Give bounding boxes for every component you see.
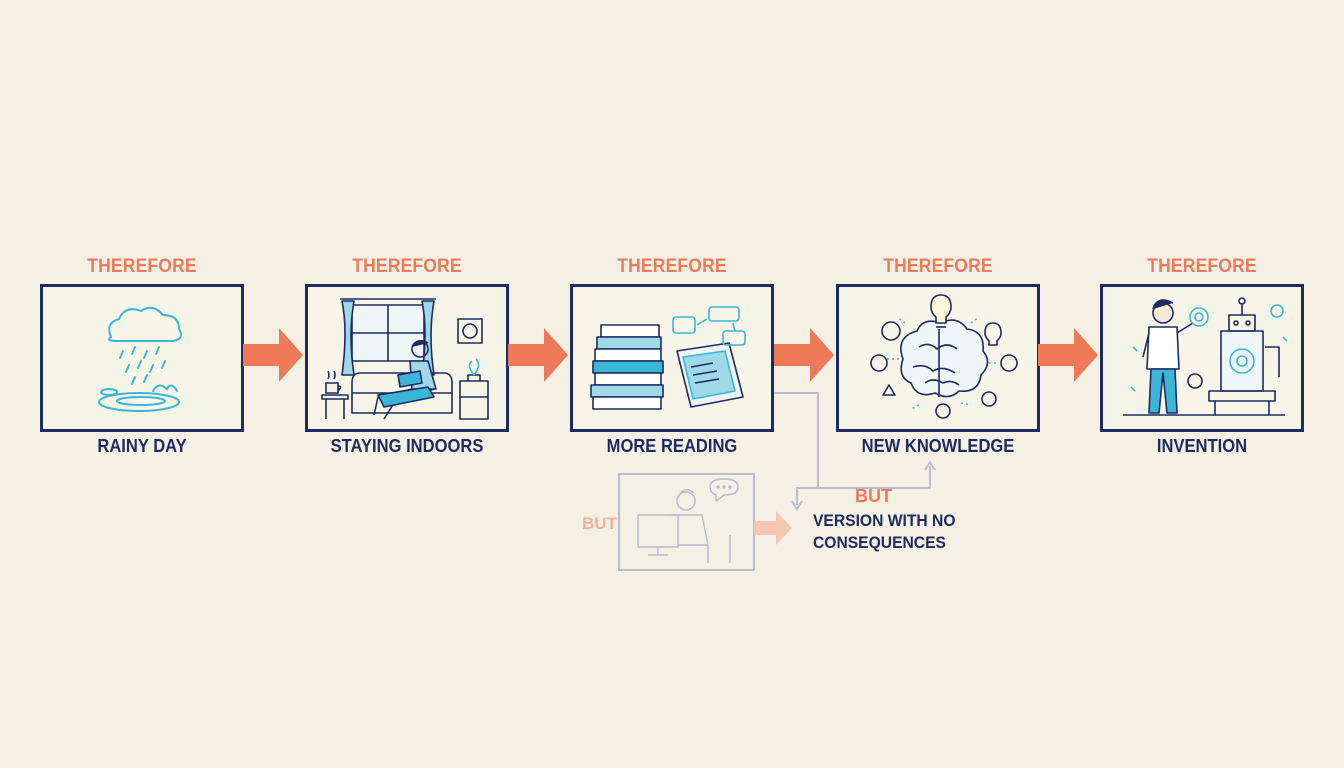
step-frame (1100, 284, 1304, 432)
arrow-right-icon (508, 328, 568, 382)
person-at-computer-icon (637, 478, 739, 563)
step-frame (570, 284, 774, 432)
ghost-branch-frame (618, 473, 755, 571)
step-top-label: THEREFORE (883, 256, 993, 277)
person-reading-indoors-icon (321, 298, 489, 420)
step-top-label: THEREFORE (1147, 256, 1257, 277)
branch-but-label: BUT (855, 486, 892, 506)
arrow-right-icon (774, 328, 834, 382)
step-frame (40, 284, 244, 432)
step-caption: NEW KNOWLEDGE (861, 436, 1015, 456)
branch-caption-line1: VERSION WITH NO (813, 511, 956, 530)
step-top-label: THEREFORE (87, 256, 197, 277)
books-and-tablet-icon (590, 306, 746, 410)
ghost-arrow-right-icon (754, 511, 792, 545)
inventor-machine-icon (1123, 297, 1288, 416)
step-top-label: THEREFORE (617, 256, 727, 277)
branch-caption-line2: CONSEQUENCES (813, 533, 946, 552)
arrow-right-icon (1038, 328, 1098, 382)
step-caption: STAYING INDOORS (330, 436, 484, 456)
step-frame (836, 284, 1040, 432)
rain-cloud-icon (98, 306, 182, 412)
step-frame (305, 284, 509, 432)
step-caption: RAINY DAY (97, 436, 187, 456)
step-caption: MORE READING (606, 436, 738, 456)
branch-caption: VERSION WITH NO CONSEQUENCES (813, 510, 969, 554)
ghost-but-label: BUT (582, 514, 617, 533)
step-top-label: THEREFORE (352, 256, 462, 277)
step-caption: INVENTION (1156, 436, 1248, 456)
arrow-right-icon (243, 328, 303, 382)
brain-lightbulb-icon (870, 294, 1018, 419)
